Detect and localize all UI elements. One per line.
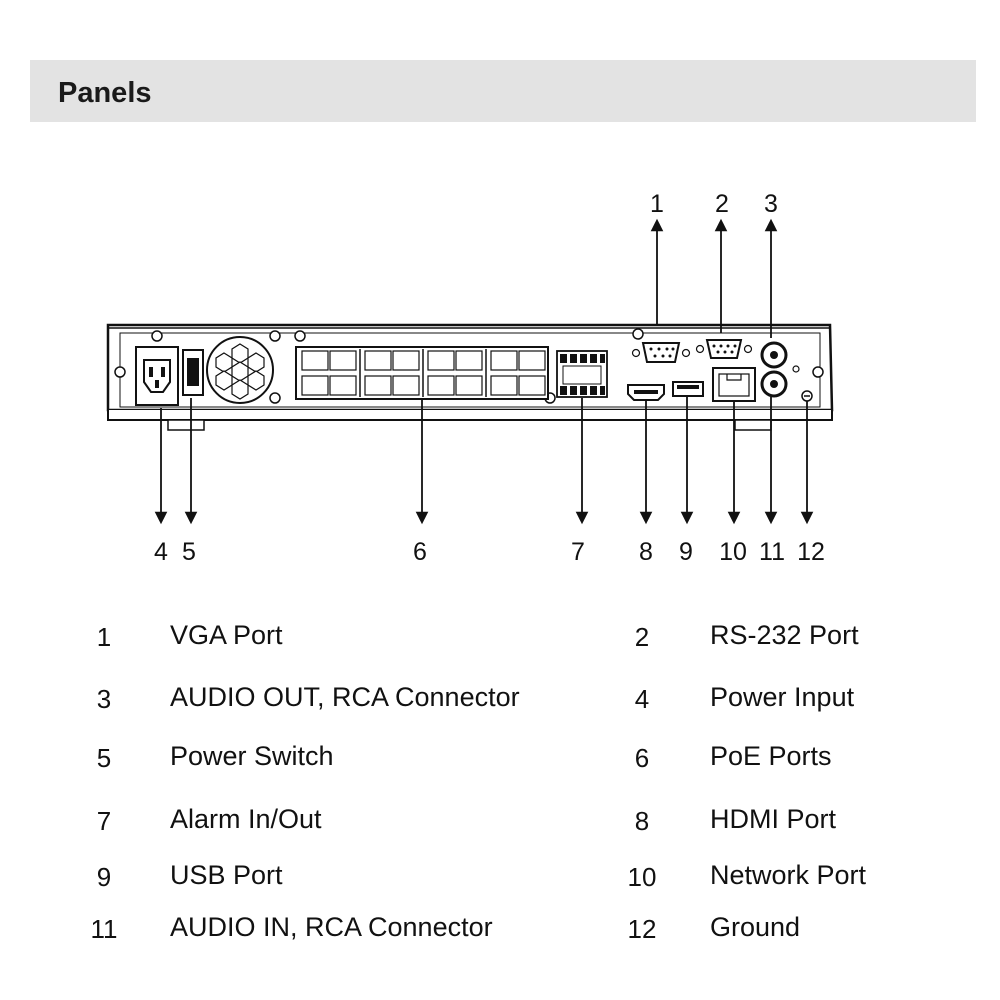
legend-num: 1 — [96, 622, 112, 652]
legend-label: USB Port — [170, 860, 283, 890]
callout-9: 9 — [679, 538, 693, 566]
callout-4: 4 — [154, 538, 168, 566]
callout-3: 3 — [764, 190, 778, 218]
legend-num: 6 — [634, 743, 650, 773]
legend-label: VGA Port — [170, 620, 283, 650]
callout-lines-top — [650, 218, 778, 338]
fan-grille — [206, 336, 274, 404]
legend-label: PoE Ports — [710, 741, 832, 771]
legend-num: 3 — [96, 684, 112, 714]
legend-label: Alarm In/Out — [170, 804, 322, 834]
callout-10: 10 — [719, 538, 747, 566]
legend-num: 9 — [96, 862, 112, 892]
legend-label: HDMI Port — [710, 804, 837, 834]
legend-label: Ground — [710, 912, 801, 942]
callout-8: 8 — [639, 538, 653, 566]
network-port-connector — [712, 367, 756, 402]
callout-7: 7 — [571, 538, 585, 566]
legend-num: 11 — [90, 914, 118, 944]
callout-2: 2 — [715, 190, 729, 218]
legend-num: 12 — [627, 914, 657, 944]
callout-11: 11 — [759, 538, 785, 566]
usb-port-connector — [672, 381, 704, 397]
hdmi-port-connector — [627, 384, 665, 401]
legend-num: 5 — [96, 743, 112, 773]
ground-screw — [801, 390, 813, 402]
alarm-terminal — [556, 350, 608, 398]
legend-num: 7 — [96, 806, 112, 836]
legend-num: 8 — [634, 806, 650, 836]
rear-panel-diagram: 1 2 3 4 5 6 7 8 9 10 11 12 — [106, 190, 834, 566]
vga-port-connector — [631, 342, 691, 363]
power-input-socket — [135, 346, 179, 406]
header-bar: Panels — [30, 60, 976, 122]
power-switch — [182, 349, 204, 396]
legend-label: Network Port — [710, 860, 867, 890]
legend-label: AUDIO OUT, RCA Connector — [170, 682, 520, 712]
legend-num: 10 — [627, 862, 657, 892]
callout-1: 1 — [650, 190, 664, 218]
legend-label: Power Input — [710, 682, 855, 712]
legend-num: 2 — [634, 622, 650, 652]
legend-label: RS-232 Port — [710, 620, 859, 650]
callout-lines-bottom — [154, 397, 814, 525]
rs232-port-connector — [695, 339, 753, 359]
legend-num: 4 — [634, 684, 650, 714]
legend-label: Power Switch — [170, 741, 334, 771]
page-title: Panels — [58, 77, 152, 109]
callout-5: 5 — [182, 538, 196, 566]
audio-in-rca — [760, 370, 788, 398]
callout-12: 12 — [797, 538, 825, 566]
audio-out-rca — [760, 341, 788, 369]
callout-6: 6 — [413, 538, 427, 566]
poe-ports-block — [295, 346, 549, 400]
small-screw — [792, 365, 800, 373]
legend-label: AUDIO IN, RCA Connector — [170, 912, 493, 942]
